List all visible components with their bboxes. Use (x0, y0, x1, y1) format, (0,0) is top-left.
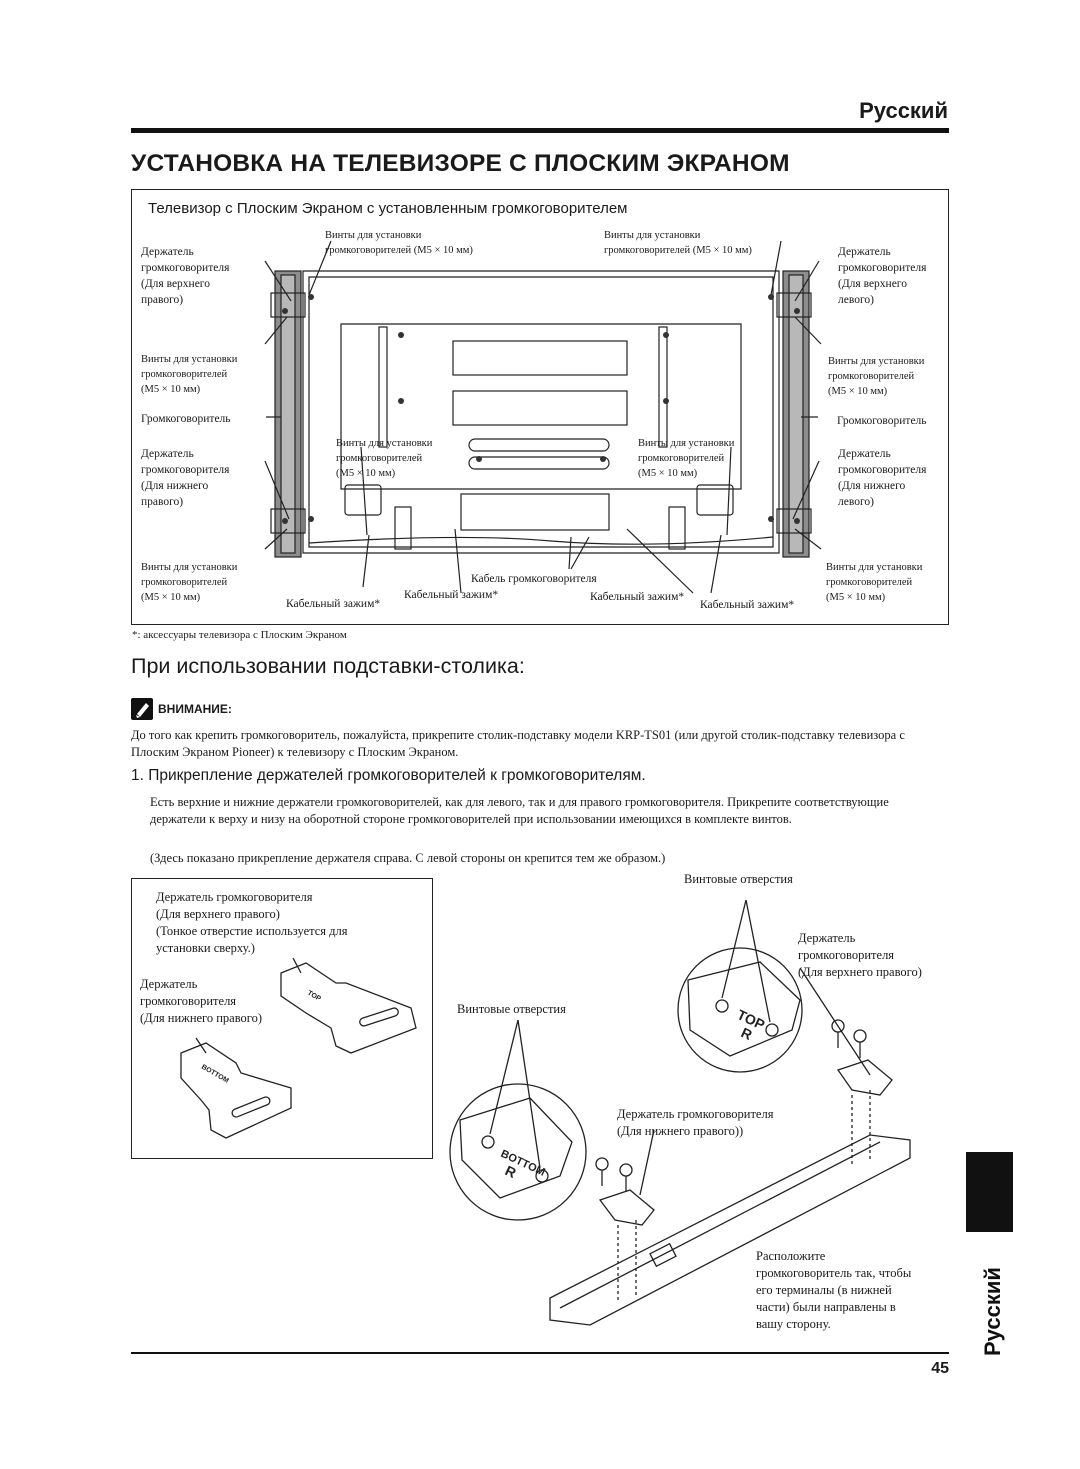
label-holder-upper-right: Держатель громкоговорителя (Для верхнего… (141, 246, 230, 306)
diagram-title: Телевизор с Плоским Экраном с установлен… (148, 200, 628, 217)
label-screw-holes-mid: Винтовые отверстия (457, 1002, 566, 1016)
label-holder-lower-left: Держатель громкоговорителя (Для нижнего … (838, 448, 927, 508)
label-holder-lower-right-fig: Держатель громкоговорителя (Для нижнего … (617, 1107, 774, 1138)
label-screws-center-left: Винты для установки громкоговорителей (M… (336, 438, 433, 479)
label-position-note: Расположите громкоговоритель так, чтобы … (756, 1249, 912, 1331)
label-screws-right-mid: Винты для установки громкоговорителей (M… (828, 356, 925, 397)
side-language-label: Русский (980, 1267, 1005, 1356)
language-header: Русский (859, 98, 948, 123)
label-screws-top-right: Винты для установки громкоговорителей (M… (604, 230, 752, 256)
holders-illustration: TOP BOTTOM (180, 957, 417, 1139)
label-holder-upper-left: Держатель громкоговорителя (Для верхнего… (838, 246, 927, 306)
top-rule (131, 128, 949, 133)
label-screws-bottom-right: Винты для установки громкоговорителей (M… (826, 562, 923, 603)
footnote: *: аксессуары телевизора с Плоским Экран… (132, 629, 347, 641)
label-screws-left-mid: Винты для установки громкоговорителей (M… (141, 354, 238, 395)
label-holder-lower-right: Держатель громкоговорителя (Для нижнего … (141, 448, 230, 508)
page-title: УСТАНОВКА НА ТЕЛЕВИЗОРЕ С ПЛОСКИМ ЭКРАНО… (131, 150, 790, 177)
tv-rear-illustration (264, 240, 822, 594)
caution-text: До того как крепить громкоговоритель, по… (131, 728, 905, 759)
holders-figure-frame (131, 878, 433, 1159)
label-holder-lower: Держатель громкоговорителя (Для нижнего … (140, 977, 263, 1025)
label-cable-clamp-1: Кабельный зажим* (286, 598, 381, 610)
label-holder-upper: Держатель громкоговорителя (Для верхнего… (156, 890, 348, 955)
label-screws-bottom-left: Винты для установки громкоговорителей (M… (141, 562, 238, 603)
section-title: При использовании подставки-столика: (131, 654, 525, 678)
label-speaker-right: Громкоговоритель (837, 415, 927, 427)
bottom-rule (131, 1352, 949, 1354)
step-title: 1. Прикрепление держателей громкоговорит… (131, 767, 646, 784)
page-number: 45 (931, 1360, 949, 1377)
label-speaker-left: Громкоговоритель (141, 413, 231, 425)
label-cable-clamp-2: Кабельный зажим* (404, 589, 499, 601)
label-cable-clamp-3: Кабельный зажим* (590, 591, 685, 603)
label-cable-clamp-4: Кабельный зажим* (700, 599, 795, 611)
label-screws-top-left: Винты для установки громкоговорителей (M… (325, 230, 473, 256)
label-screws-center-right: Винты для установки громкоговорителей (M… (638, 438, 735, 479)
tv-diagram-frame (131, 189, 949, 625)
side-language-tab (966, 1152, 1013, 1232)
caution-label: ВНИМАНИЕ: (158, 702, 232, 716)
stand-illustration: TOP R BOTTOM R (449, 899, 911, 1326)
caution-icon (131, 698, 153, 720)
label-speaker-cable: Кабель громкоговорителя (471, 573, 597, 585)
label-screw-holes-top: Винтовые отверстия (684, 872, 793, 886)
step-note: (Здесь показано прикрепление держателя с… (150, 851, 666, 865)
step-body: Есть верхние и нижние держатели громкого… (150, 795, 889, 826)
side-language-text: Русский (980, 1267, 1005, 1356)
